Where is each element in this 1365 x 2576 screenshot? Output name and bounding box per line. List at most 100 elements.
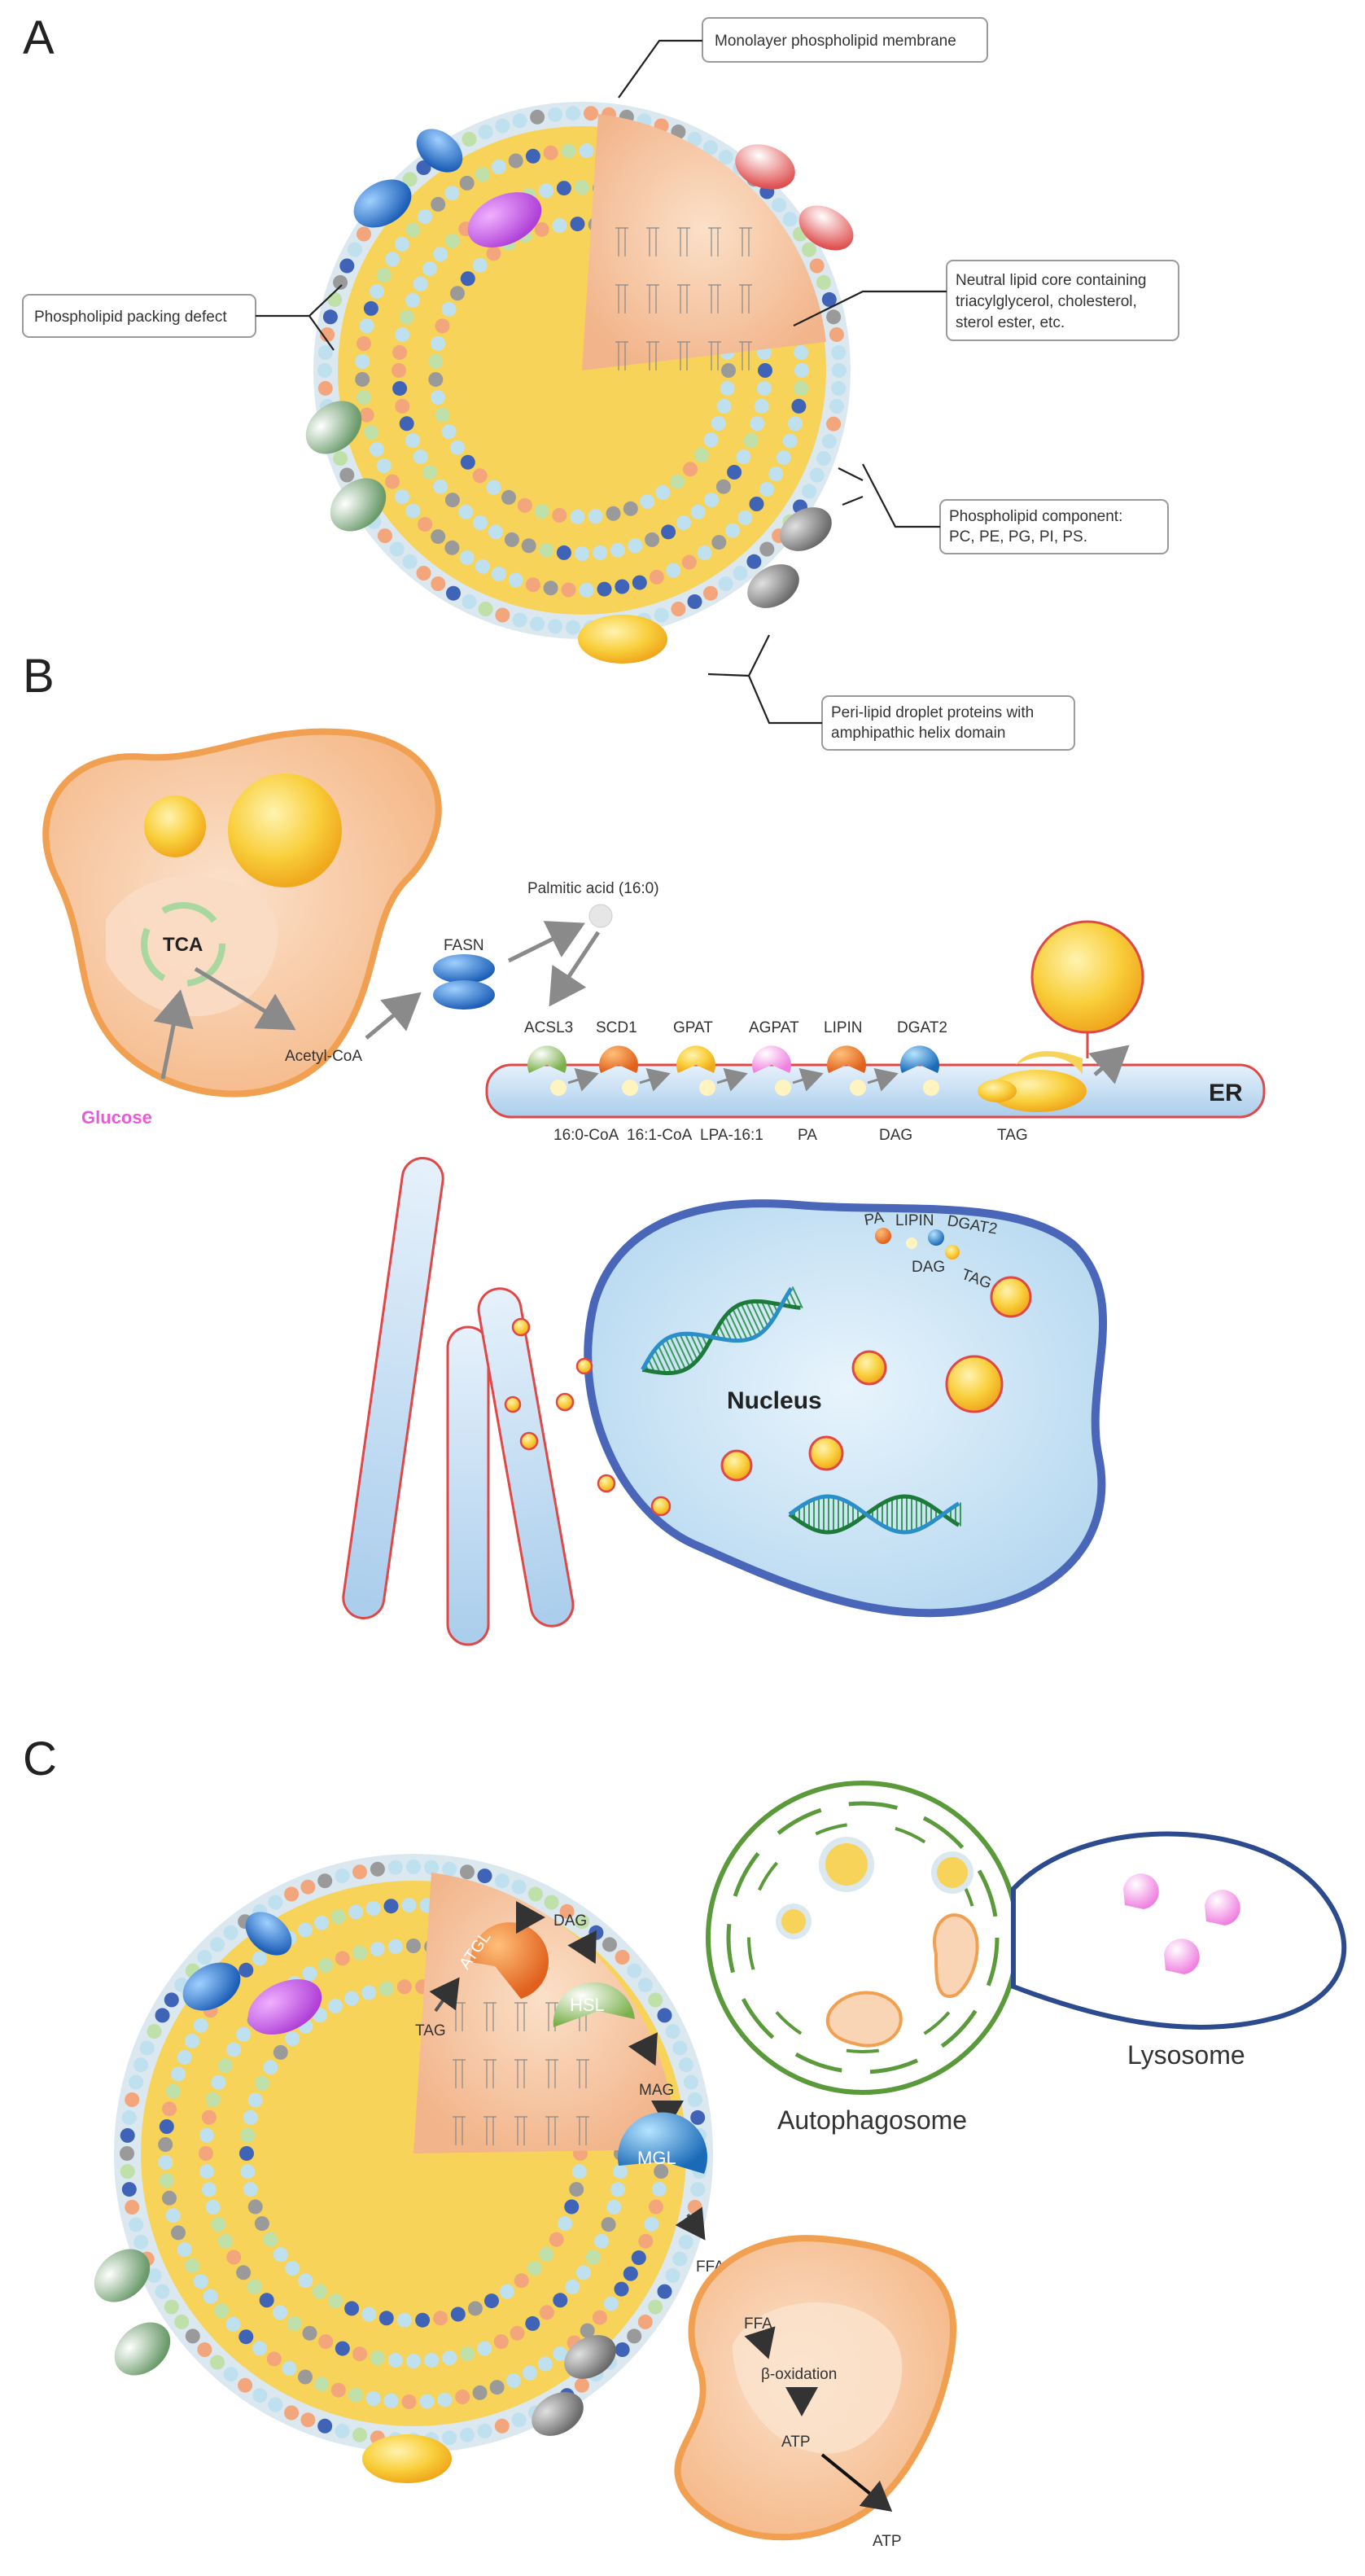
phospholipid-bead	[460, 1864, 475, 1880]
phospholipid-bead	[651, 2181, 667, 2197]
lipid-molecule	[677, 227, 690, 256]
phospholipid-bead	[703, 432, 719, 448]
phospholipid-bead	[614, 2281, 629, 2297]
tubule-droplet	[504, 1395, 522, 1413]
nuclear-droplet	[990, 1276, 1032, 1318]
phospholipid-bead	[750, 416, 765, 432]
phospholipid-bead	[690, 2109, 706, 2125]
phospholipid-bead	[211, 2217, 226, 2232]
phospholipid-bead	[571, 2164, 587, 2180]
protein-blue-2	[416, 129, 463, 173]
nuclear-droplet	[945, 1355, 1004, 1413]
phospholipid-bead	[585, 2250, 601, 2265]
phospholipid-bead	[832, 363, 847, 378]
phospholipid-bead	[435, 318, 450, 334]
lipid-molecule	[646, 284, 659, 313]
lipid-molecule	[576, 2116, 589, 2145]
phospholipid-bead	[758, 363, 772, 378]
phospholipid-bead	[365, 1901, 381, 1916]
dna-helix-1	[641, 1286, 803, 1375]
phospholipid-bead	[399, 416, 414, 432]
lipid-molecule	[483, 2059, 497, 2088]
phospholipid-bead	[226, 2042, 242, 2057]
protein-red-1	[735, 144, 795, 190]
lipid-molecule	[483, 2116, 497, 2145]
phospholipid-bead	[539, 542, 554, 558]
fasn-label: FASN	[444, 937, 484, 954]
neutral-lipid-core	[582, 114, 826, 370]
phospholipid-bead	[285, 2031, 300, 2046]
phospholipid-bead	[831, 381, 847, 396]
phospholipid-bead	[661, 524, 676, 540]
autophagosome-label: Autophagosome	[777, 2105, 967, 2135]
phospholipid-bead	[575, 180, 589, 195]
phospholipid-bead	[727, 465, 742, 480]
phospholipid-bead	[317, 2418, 333, 2434]
phospholipid-bead	[477, 2341, 492, 2356]
phospholipid-bead	[544, 1895, 559, 1910]
phospholipid-bead	[772, 197, 787, 212]
phospholipid-bead	[214, 2303, 229, 2319]
phospholipid-bead	[252, 2341, 268, 2356]
phospholipid-bead	[259, 2293, 274, 2308]
substrate-label: 16:1-CoA	[627, 1127, 693, 1144]
phospholipid-bead	[328, 2293, 343, 2309]
lipid-molecule	[615, 227, 628, 256]
phospholipid-bead	[197, 1950, 212, 1965]
phospholipid-bead	[344, 1991, 360, 2006]
phospholipid-bead	[517, 497, 532, 513]
phospholipid-bead	[355, 354, 370, 369]
phospholipid-bead	[493, 2334, 509, 2350]
phospholipid-bead	[287, 2315, 302, 2331]
panel-a-letter: A	[23, 11, 55, 64]
phospholipid-bead	[254, 2075, 269, 2091]
phospholipid-bead	[737, 510, 753, 525]
phospholipid-bead	[565, 2279, 580, 2294]
phospholipid-bead	[703, 140, 718, 156]
cell-lipid-droplet-small	[144, 795, 206, 857]
er-enzyme-label: ACSL3	[524, 1019, 573, 1036]
phospholipid-bead	[263, 2060, 278, 2075]
phospholipid-bead	[273, 2305, 288, 2320]
atp-inside-label: ATP	[781, 2434, 811, 2451]
protein-yellow	[578, 615, 667, 664]
phospholipid-bead	[628, 538, 643, 554]
phospholipid-bead	[575, 546, 589, 561]
phospholipid-bead	[171, 2066, 186, 2082]
phospholipid-bead	[678, 2057, 693, 2073]
phospholipid-bead	[603, 2296, 619, 2311]
autophagosome-mito-2	[825, 1991, 903, 2048]
phospholipid-bead	[199, 2146, 213, 2161]
phospholipid-bead	[527, 2261, 542, 2276]
phospholipid-bead	[486, 480, 501, 495]
phospholipid-bead	[313, 2284, 327, 2299]
phospholipid-bead	[401, 2394, 417, 2409]
er-tubules	[342, 1157, 575, 1646]
phospholipid-bead	[363, 425, 378, 440]
glucose-arrow	[153, 989, 194, 1080]
phospholipid-bead	[759, 482, 775, 497]
phospholipid-bead	[413, 276, 428, 291]
phospholipid-bead	[365, 2391, 381, 2406]
phospholipid-bead	[387, 1939, 403, 1954]
phospholipid-bead	[238, 1962, 254, 1978]
svg-text:Monolayer phospholipid membran: Monolayer phospholipid membrane	[715, 33, 956, 50]
phospholipid-bead	[441, 301, 457, 317]
phospholipid-bead	[405, 292, 421, 308]
phospholipid-bead	[657, 2008, 672, 2023]
phospholipid-bead	[697, 545, 712, 561]
phospholipid-bead	[300, 2412, 316, 2428]
phospholipid-bead	[579, 582, 594, 598]
phospholipid-beads-c	[120, 1860, 707, 2447]
lipid-molecule	[739, 284, 752, 313]
phospholipid-bead	[330, 2382, 346, 2398]
phospholipid-bead	[606, 506, 621, 521]
phospholipid-bead	[431, 529, 446, 545]
phospholipid-bead	[441, 424, 457, 440]
phospholipid-bead	[460, 2346, 475, 2362]
phospholipid-bead	[433, 2311, 448, 2326]
phospholipid-bead	[467, 2301, 483, 2316]
phospholipid-bead	[333, 451, 348, 467]
phospholipid-bead	[201, 2109, 217, 2125]
